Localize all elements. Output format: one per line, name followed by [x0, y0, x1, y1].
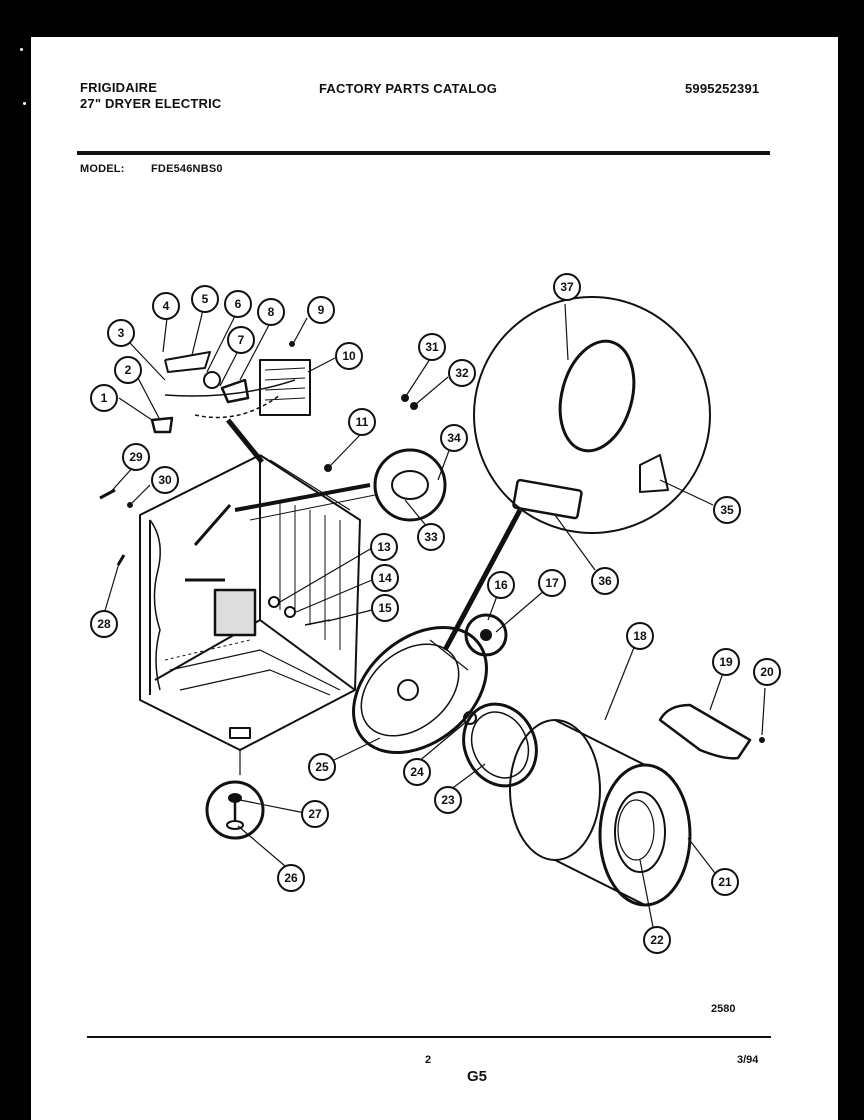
callout-number: 6 — [235, 297, 242, 311]
callout-badge — [257, 298, 285, 326]
callout-badge — [626, 622, 654, 650]
callout-badge — [371, 594, 399, 622]
callout-number: 18 — [633, 629, 647, 643]
callout-number: 32 — [455, 366, 469, 380]
callout-badge — [308, 753, 336, 781]
callout-badge — [90, 610, 118, 638]
callout-number: 21 — [718, 875, 732, 889]
callout-number: 37 — [560, 280, 574, 294]
brand-name: FRIGIDAIRE — [80, 80, 158, 95]
callout-number: 14 — [378, 571, 392, 585]
callout-badge — [711, 868, 739, 896]
callout-badge — [335, 342, 363, 370]
model-label: MODEL: — [80, 163, 125, 175]
callout-badge — [371, 564, 399, 592]
catalog-title: FACTORY PARTS CATALOG — [319, 81, 498, 96]
callout-number: 24 — [410, 765, 424, 779]
catalog-number: 5995252391 — [685, 81, 760, 96]
callout-number: 31 — [425, 340, 439, 354]
callout-number: 26 — [284, 871, 298, 885]
callout-number: 15 — [378, 601, 392, 615]
callout-number: 3 — [118, 326, 125, 340]
callout-badge — [301, 800, 329, 828]
callout-badge — [487, 571, 515, 599]
callout-number: 22 — [650, 933, 664, 947]
callout-number: 20 — [760, 665, 774, 679]
callout-number: 8 — [268, 305, 275, 319]
callout-badge — [553, 273, 581, 301]
callout-number: 19 — [719, 655, 733, 669]
callout-badge — [440, 424, 468, 452]
callout-number: 16 — [494, 578, 508, 592]
callout-badge — [152, 292, 180, 320]
callout-badge — [448, 359, 476, 387]
product-name: 27" DRYER ELECTRIC — [80, 96, 222, 111]
callout-badge — [713, 496, 741, 524]
callout-number: 33 — [424, 530, 438, 544]
callout-number: 30 — [158, 473, 172, 487]
callout-number: 11 — [356, 415, 369, 429]
callout-badge — [122, 443, 150, 471]
callout-badge — [277, 864, 305, 892]
page-number: 2 — [425, 1054, 432, 1066]
callout-number: 13 — [377, 540, 391, 554]
callout-badge — [418, 333, 446, 361]
callout-badge — [191, 285, 219, 313]
control-parts-cluster — [150, 351, 311, 464]
callout-number: 5 — [202, 292, 209, 306]
callout-badge — [643, 926, 671, 954]
callout-number: 25 — [315, 760, 329, 774]
callout-badge — [114, 356, 142, 384]
drum-drawing — [509, 719, 692, 907]
callout-badge — [403, 758, 431, 786]
footer-rule — [87, 1036, 771, 1038]
callout-number: 28 — [97, 617, 111, 631]
callout-badge — [227, 326, 255, 354]
callout-badge — [591, 567, 619, 595]
callout-badge — [370, 533, 398, 561]
callout-badge — [90, 384, 118, 412]
callout-number: 35 — [720, 503, 734, 517]
callout-number: 34 — [447, 431, 461, 445]
catalog-page: FRIGIDAIRE 27" DRYER ELECTRIC FACTORY PA… — [31, 37, 838, 1120]
callout-number: 10 — [342, 349, 356, 363]
callout-number: 7 — [238, 333, 245, 347]
scan-speck — [20, 48, 23, 51]
callout-number: 23 — [441, 793, 455, 807]
callout-badge — [348, 408, 376, 436]
scan-speck — [23, 102, 26, 105]
callout-number: 1 — [101, 391, 108, 405]
callout-number: 36 — [598, 574, 612, 588]
callout-badge — [434, 786, 462, 814]
callout-badge — [753, 658, 781, 686]
callout-number: 17 — [545, 576, 559, 590]
cabinet-drawing — [139, 454, 361, 775]
model-number: FDE546NBS0 — [151, 163, 223, 175]
figure-code: 2580 — [711, 1003, 736, 1015]
header-rule — [77, 151, 770, 155]
callout-number: 29 — [129, 450, 143, 464]
callout-number: 2 — [125, 363, 132, 377]
callout-badge — [151, 466, 179, 494]
callout-number: 9 — [318, 303, 325, 317]
section-code: G5 — [467, 1068, 488, 1085]
callout-badge — [307, 296, 335, 324]
callout-number: 4 — [163, 299, 170, 313]
callout-badge — [107, 319, 135, 347]
callout-badge — [224, 290, 252, 318]
callout-badge — [417, 523, 445, 551]
callout-number: 27 — [308, 807, 322, 821]
revision-date: 3/94 — [737, 1054, 759, 1066]
callout-badge — [538, 569, 566, 597]
callout-badge — [712, 648, 740, 676]
